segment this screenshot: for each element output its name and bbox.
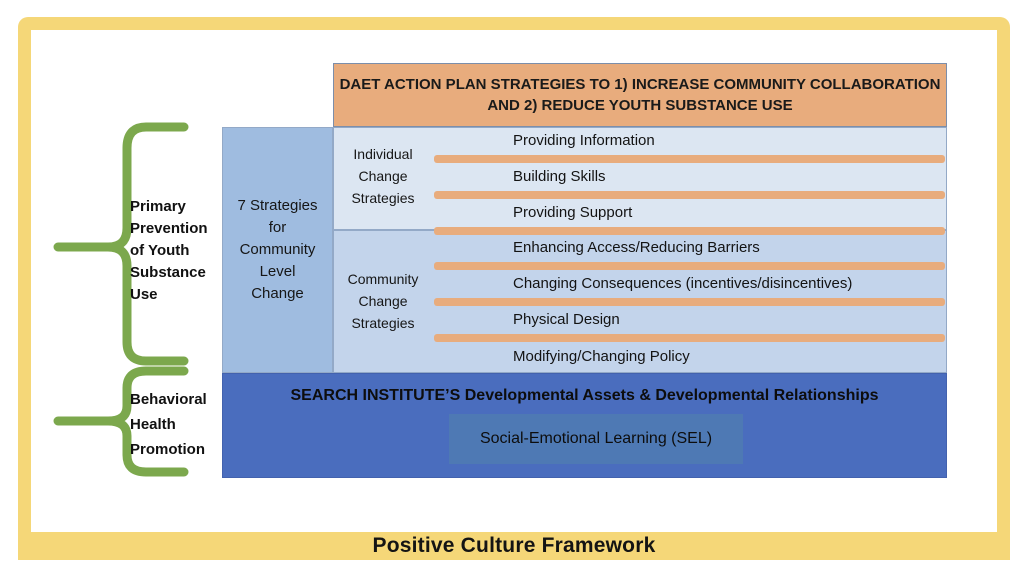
foundation-box: SEARCH INSTITUTE’S Developmental Assets … [222,373,947,478]
individual-section-label: Individual Change Strategies [351,146,415,206]
strategy-item-modifying-policy: Modifying/Changing Policy [513,348,690,365]
footer-band: Positive Culture Framework [18,532,1010,560]
community-section-label: Community Change Strategies [347,271,419,331]
daet-header-line2: AND 2) REDUCE YOUTH SUBSTANCE USE [487,97,793,114]
label-behavioral-health: Behavioral Health Promotion [130,391,207,458]
strategy-item-changing-consequences: Changing Consequences (incentives/disinc… [513,275,853,292]
orange-divider-bar [434,191,945,199]
sel-box: Social-Emotional Learning (SEL) [449,414,743,464]
daet-header: DAET ACTION PLAN STRATEGIES TO 1) INCREA… [333,63,947,127]
search-institute-title: SEARCH INSTITUTE’S Developmental Assets … [290,387,879,404]
strategy-item-providing-information: Providing Information [513,132,655,149]
orange-divider-bar [434,227,945,235]
daet-header-line1: DAET ACTION PLAN STRATEGIES TO 1) INCREA… [339,76,941,93]
orange-divider-bar [434,298,945,306]
strategy-item-building-skills: Building Skills [513,168,606,185]
orange-divider-bar [434,155,945,163]
seven-strategies-box: 7 Strategies for Community Level Change [222,127,333,373]
strategy-item-physical-design: Physical Design [513,311,620,328]
orange-divider-bar [434,262,945,270]
page-title: Positive Culture Framework [372,534,656,557]
orange-divider-bar [434,334,945,342]
strategy-item-enhancing-access: Enhancing Access/Reducing Barriers [513,239,760,256]
strategy-item-providing-support: Providing Support [513,204,633,221]
sel-label: Social-Emotional Learning (SEL) [479,430,713,447]
label-primary-prevention: Primary Prevention of Youth Substance Us… [130,198,208,303]
seven-strategies-label: 7 Strategies for Community Level Change [237,197,318,302]
